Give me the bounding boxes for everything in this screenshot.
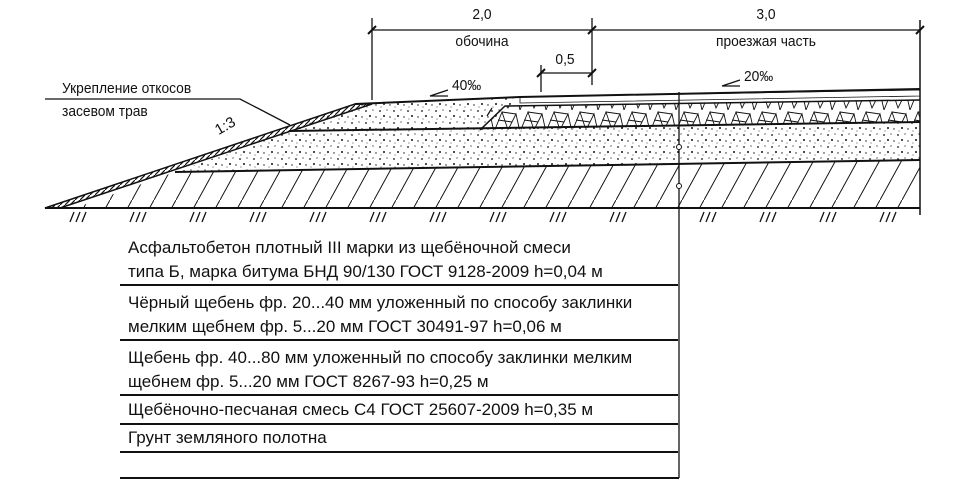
callout-line-2: засевом трав (62, 103, 148, 120)
callout-leader (45, 98, 291, 126)
legend-text: Чёрный щебень фр. 20...40 мм уложенный п… (128, 293, 633, 312)
legend-text: Щебень фр. 40...80 мм уложенный по спосо… (128, 348, 633, 367)
roadway-label: проезжая часть (715, 33, 817, 50)
roadway-width-dimension: 3,0 (756, 6, 776, 23)
shoulder-label: обочина (455, 33, 509, 50)
legend-text: Асфальтобетон плотный III марки из щебён… (128, 238, 571, 257)
shoulder-slope-label: 40‰ (452, 77, 482, 94)
sand-gravel-layer (175, 122, 920, 172)
legend-text: щебнем фр. 5...20 мм ГОСТ 8267-93 h=0,25… (128, 372, 489, 391)
legend-text: Грунт земляного полотна (128, 428, 327, 447)
subgrade-layer (75, 160, 920, 208)
ground-hatching (69, 211, 897, 223)
callout-line-1: Укрепление откосов (62, 80, 192, 97)
crushed-stone-layer (480, 100, 920, 130)
legend-text: Щебёночно-песчаная смесь С4 ГОСТ 25607-2… (128, 400, 594, 419)
legend-row-asphalt: Асфальтобетон плотный III марки из щебён… (120, 236, 678, 286)
legend-text: типа Б, марка битума БНД 90/130 ГОСТ 912… (128, 262, 603, 281)
legend-row-subgrade: Грунт земляного полотна (120, 426, 678, 453)
slope-arrow-icon (429, 89, 449, 97)
legend-row-crushed-stone: Щебень фр. 40...80 мм уложенный по спосо… (120, 346, 678, 396)
roadway-slope-label: 20‰ (744, 68, 774, 85)
legend-text: мелким щебнем фр. 5...20 мм ГОСТ 30491-9… (128, 317, 562, 336)
shoulder-width-dimension: 2,0 (472, 6, 492, 23)
legend-row-black-gravel: Чёрный щебень фр. 20...40 мм уложенный п… (120, 291, 678, 341)
edge-strip-dimension: 0,5 (555, 51, 575, 68)
slope-arrow-icon (721, 79, 741, 87)
legend-row-sand-gravel: Щебёночно-песчаная смесь С4 ГОСТ 25607-2… (120, 398, 678, 425)
dimension-lines (367, 18, 925, 100)
shoulder-fill (290, 97, 520, 131)
